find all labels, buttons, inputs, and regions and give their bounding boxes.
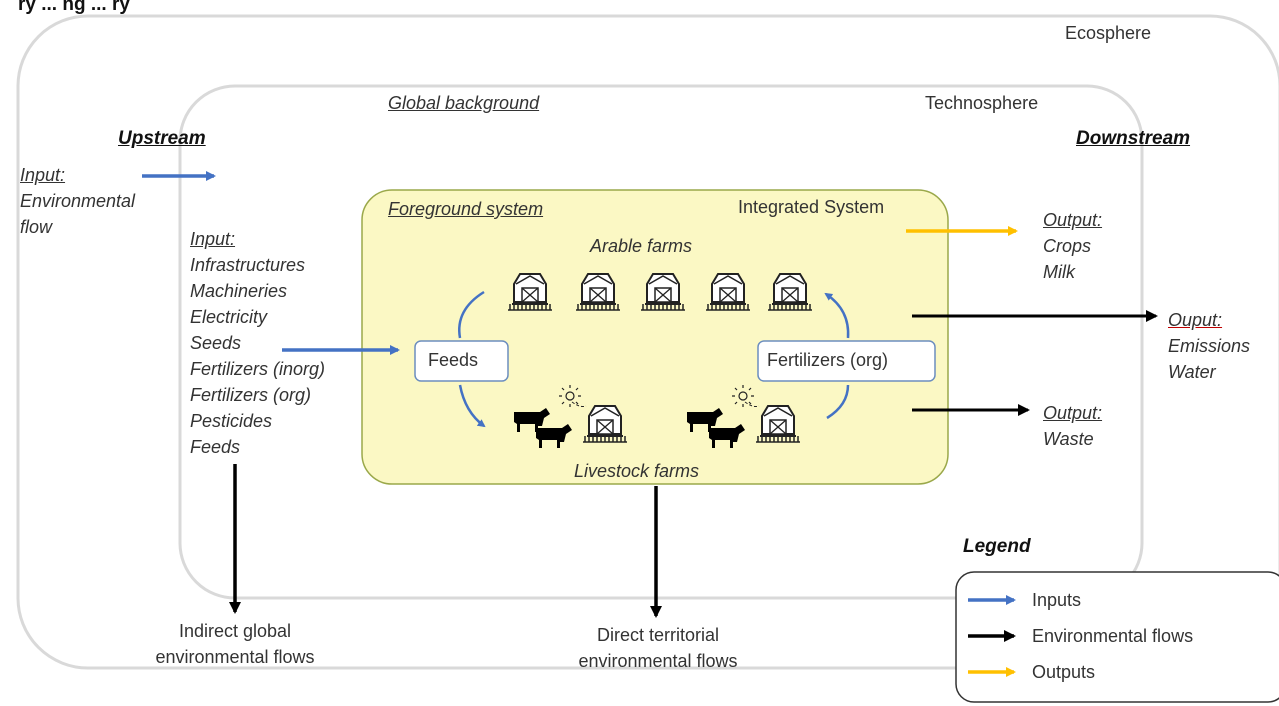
output-crops-line: Crops: [1043, 236, 1092, 256]
legend-outputs-label: Outputs: [1032, 662, 1096, 682]
indirect-flows-label: Indirect global environmental flows: [140, 618, 330, 670]
arable-to-feeds-arrow: [458, 290, 485, 339]
foreground-system-label: Foreground system: [388, 199, 544, 219]
output-emissions-label: Ouput:: [1168, 310, 1223, 330]
legend-env-label: Environmental flows: [1032, 626, 1194, 646]
fertilizers-box: [757, 340, 936, 382]
input-item: Pesticides: [190, 411, 273, 431]
input-item: Fertilizers (inorg): [190, 359, 326, 379]
foreground-system-box: [361, 189, 949, 485]
output-crops-block: Output: Crops Milk: [1043, 207, 1102, 285]
input-list-label: Input:: [190, 229, 236, 249]
input-item: Infrastructures: [190, 255, 306, 275]
input-list: Input: Infrastructures Machineries Elect…: [190, 226, 325, 460]
env-input-line: flow: [20, 217, 53, 237]
input-item: Seeds: [190, 333, 242, 353]
input-item: Machineries: [190, 281, 288, 301]
env-input-block: Input: Environmental flow: [20, 162, 135, 240]
output-emissions-block: Ouput: Emissions Water: [1168, 307, 1250, 385]
env-input-label: Input:: [20, 165, 66, 185]
feeds-box-label: Feeds: [428, 350, 479, 370]
technosphere-label: Technosphere: [925, 93, 1039, 113]
downstream-heading: Downstream: [1076, 128, 1191, 149]
indirect-flows-line: Indirect global: [178, 621, 292, 641]
livestock-farms-label: Livestock farms: [574, 461, 700, 481]
env-input-line: Environmental: [20, 191, 136, 211]
upstream-heading: Upstream: [118, 128, 206, 149]
fertilizers-to-arable-arrow: [824, 292, 850, 339]
output-waste-label: Output:: [1043, 403, 1103, 423]
livestock-farm-left-icon: [514, 385, 628, 448]
top-title-fragment: ry ... ng ... ry: [18, 0, 130, 15]
output-crops-line: Milk: [1043, 262, 1075, 282]
ecosphere-boundary: [16, 14, 1279, 670]
indirect-flows-line: environmental flows: [155, 647, 315, 667]
direct-flows-line: environmental flows: [578, 651, 738, 671]
output-emissions-line: Water: [1168, 362, 1216, 382]
integrated-system-label: Integrated System: [738, 197, 885, 217]
arable-farms-label: Arable farms: [590, 236, 693, 256]
fertilizers-box-label: Fertilizers (org): [767, 350, 889, 370]
input-item: Electricity: [190, 307, 268, 327]
livestock-to-fertilizers-arrow: [826, 384, 850, 420]
feeds-to-livestock-arrow: [458, 384, 486, 428]
global-background-label: Global background: [388, 93, 540, 113]
livestock-farm-right-icon: [687, 385, 801, 448]
output-emissions-line: Emissions: [1168, 336, 1251, 356]
feeds-box: [414, 340, 509, 382]
direct-flows-label: Direct territorial environmental flows: [548, 622, 768, 674]
input-item: Fertilizers (org): [190, 385, 312, 405]
output-waste-block: Output: Waste: [1043, 400, 1102, 452]
output-crops-label: Output:: [1043, 210, 1103, 230]
input-item: Feeds: [190, 437, 241, 457]
legend-inputs-label: Inputs: [1032, 590, 1082, 610]
direct-flows-line: Direct territorial: [596, 625, 720, 645]
legend-box: [955, 571, 1279, 703]
technosphere-boundary: [178, 84, 1144, 600]
ecosphere-label: Ecosphere: [1065, 23, 1152, 43]
legend-title: Legend: [963, 536, 1031, 557]
output-waste-line: Waste: [1043, 429, 1094, 449]
